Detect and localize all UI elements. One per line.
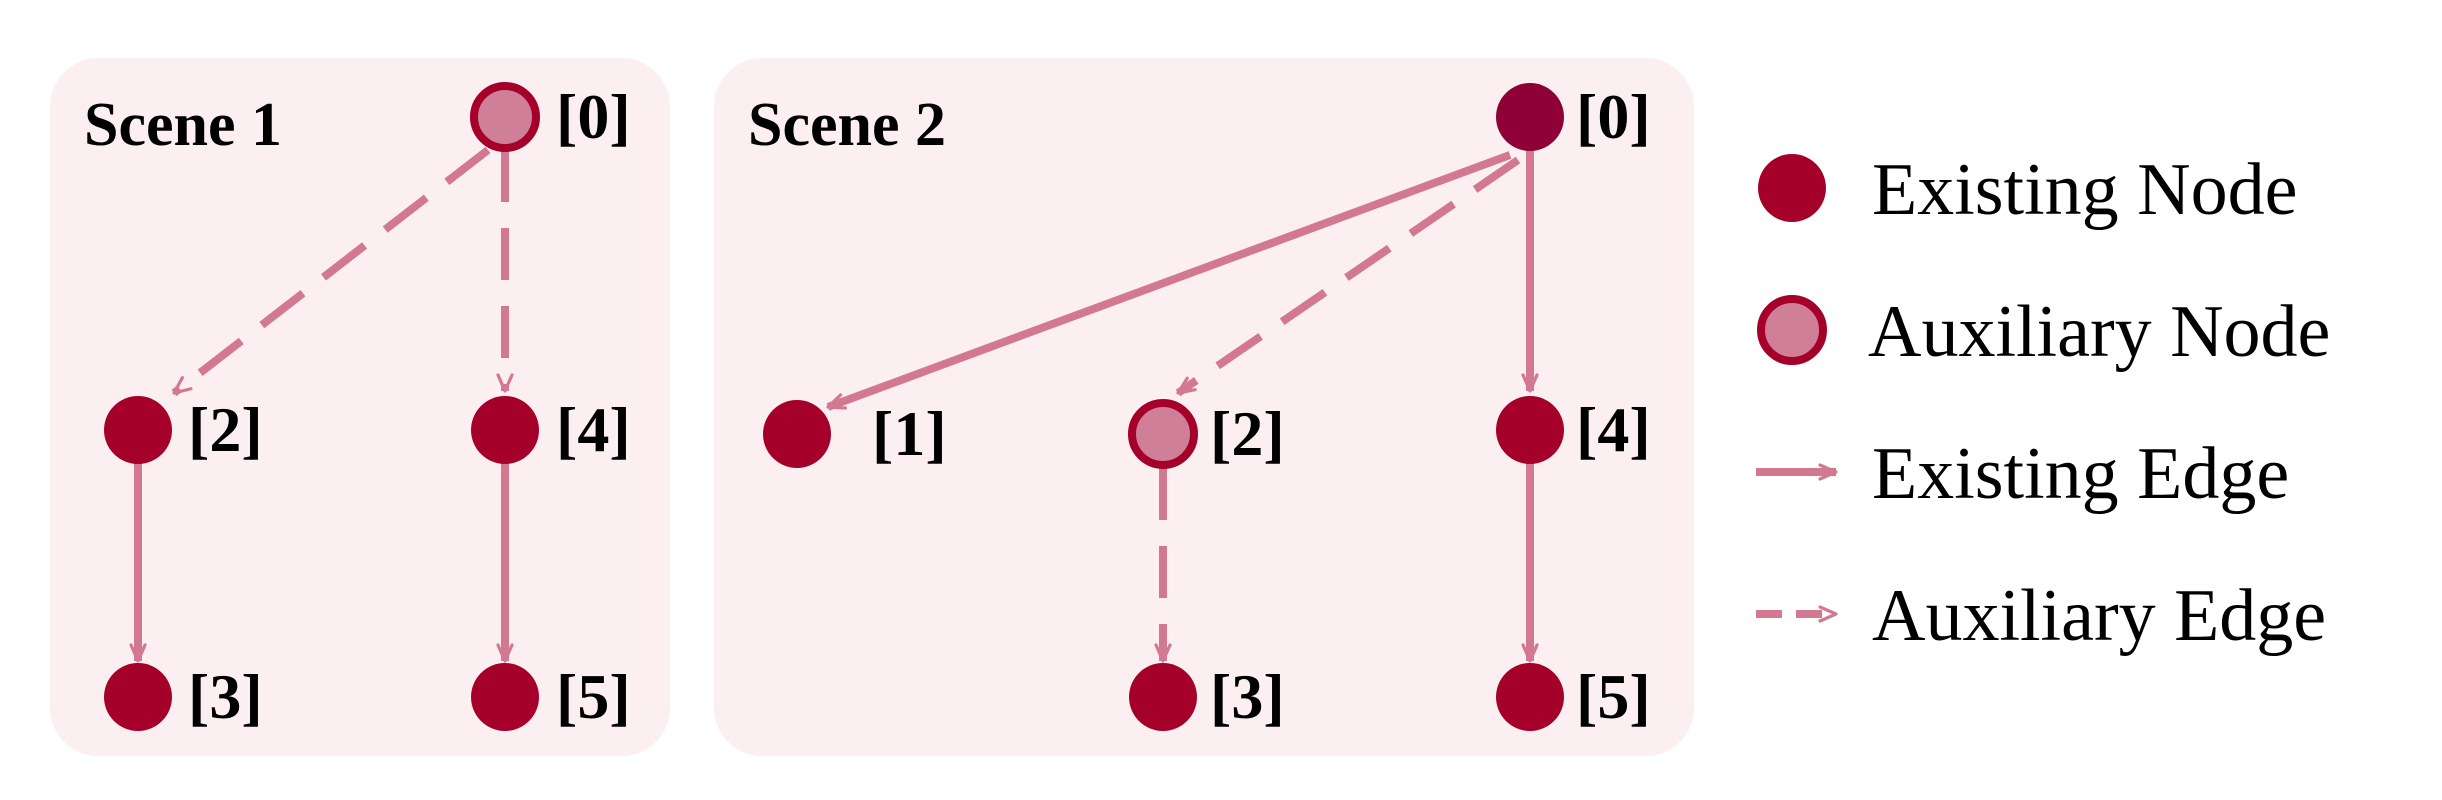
legend-auxiliary-edge-label: Auxiliary Edge	[1872, 575, 2326, 657]
scene-1-label-3: [3]	[188, 661, 263, 732]
scene-2-panel: Scene 2 [0] [1] [2] [4] [3] [5]	[714, 58, 1694, 756]
legend-existing-node: Existing Node	[1758, 149, 2297, 231]
scene-2-label-1: [1]	[872, 398, 947, 469]
scene-2-background	[714, 58, 1694, 756]
scene-2-node-4	[1496, 396, 1564, 464]
scene-2-title: Scene 2	[748, 91, 946, 159]
scene-2-label-3: [3]	[1210, 661, 1285, 732]
scene-2-node-3	[1129, 663, 1197, 731]
scene-2-edge-0-2	[1175, 156, 1521, 397]
scene-2-label-4: [4]	[1576, 394, 1651, 465]
scene-2-label-2: [2]	[1210, 398, 1285, 469]
legend-auxiliary-node-marker	[1757, 295, 1827, 365]
legend-existing-edge: Existing Edge	[1756, 433, 2289, 515]
scene-2-edge-0-1	[826, 151, 1512, 411]
scene-2-label-5: [5]	[1576, 661, 1651, 732]
scene-1-node-5	[471, 663, 539, 731]
scene-2-labels: [0] [1] [2] [4] [3] [5]	[872, 81, 1651, 732]
scene-1-edge-0-2	[171, 146, 491, 397]
scene-2-node-1	[763, 400, 831, 468]
legend-auxiliary-edge: Auxiliary Edge	[1756, 575, 2326, 657]
scene-2-node-0-root	[1496, 83, 1564, 151]
scene-2-node-5	[1496, 663, 1564, 731]
scene-2-node-2-auxiliary	[1128, 399, 1198, 469]
scene-1-node-2	[104, 396, 172, 464]
scene-2-edges	[826, 150, 1539, 663]
legend-existing-node-marker	[1758, 154, 1826, 222]
scene-1-background	[50, 58, 670, 756]
scene-1-label-0: [0]	[556, 81, 631, 152]
scene-2-nodes	[763, 83, 1564, 731]
legend-existing-edge-label: Existing Edge	[1872, 433, 2289, 515]
scene-1-nodes	[104, 82, 540, 731]
legend-auxiliary-node: Auxiliary Node	[1757, 291, 2330, 373]
scene-1-node-3	[104, 663, 172, 731]
scene-1-node-0-auxiliary	[470, 82, 540, 152]
scene-1-label-5: [5]	[556, 661, 631, 732]
scene-1-node-4	[471, 396, 539, 464]
scene-2-label-0: [0]	[1576, 81, 1651, 152]
legend-auxiliary-node-label: Auxiliary Node	[1868, 291, 2330, 373]
scene-1-edges	[129, 146, 514, 663]
scene-1-label-2: [2]	[188, 394, 263, 465]
legend: Existing Node Auxiliary Node Existing Ed…	[1756, 149, 2330, 657]
scene-1-title: Scene 1	[84, 91, 282, 159]
scene-1-labels: [0] [2] [4] [3] [5]	[188, 81, 631, 732]
legend-existing-node-label: Existing Node	[1872, 149, 2297, 231]
scene-1-label-4: [4]	[556, 394, 631, 465]
scene-1-panel: Scene 1 [0] [2] [4] [3] [5]	[50, 58, 670, 756]
